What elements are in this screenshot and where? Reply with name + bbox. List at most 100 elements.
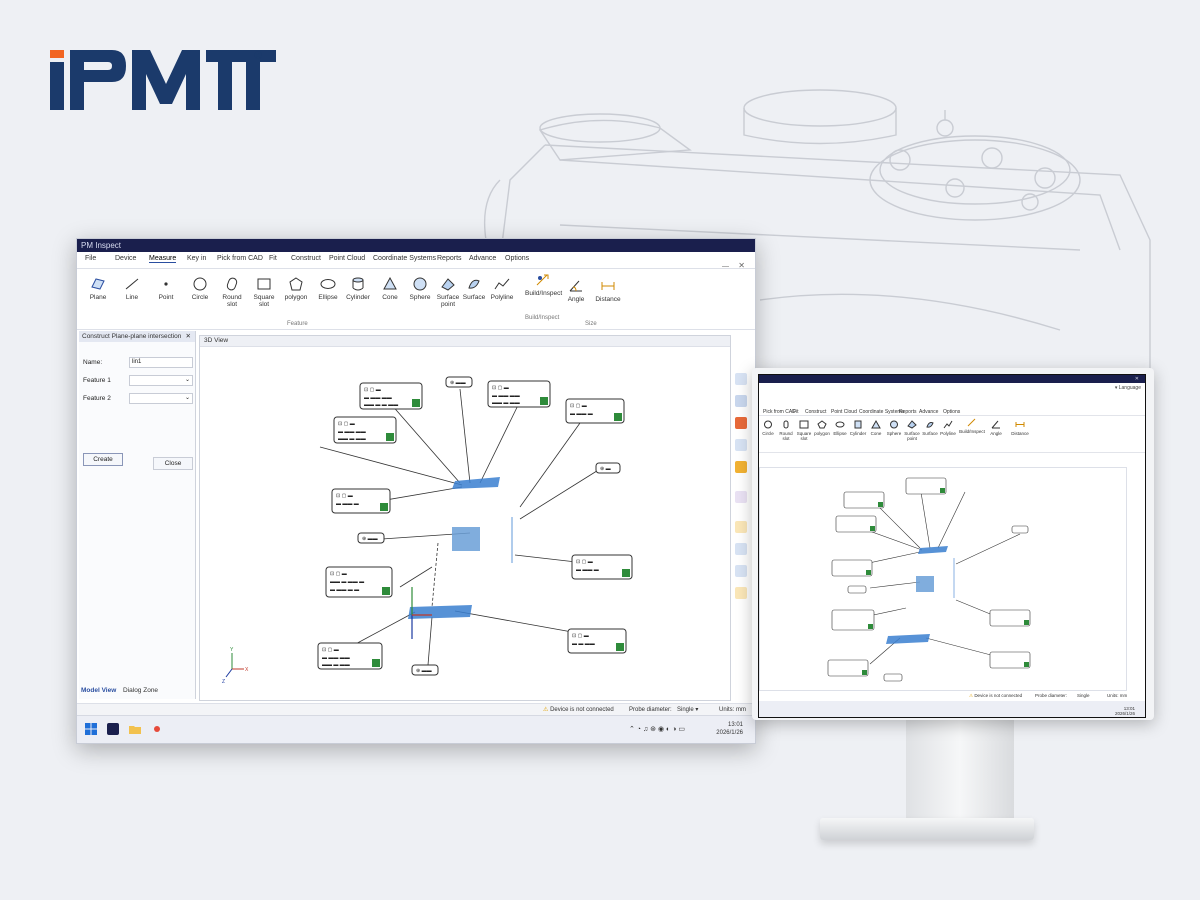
pm-inspect-taskbar-icon[interactable]: [107, 723, 119, 735]
monitor-round-slot-label: Round slot: [779, 431, 793, 441]
monitor-warning-icon: ⚠: [969, 693, 974, 698]
angle-button[interactable]: Angle: [561, 279, 591, 303]
callout-box[interactable]: ⊕ ▬: [595, 462, 621, 474]
monitor-round-slot-icon: [783, 420, 789, 429]
surface-point-button[interactable]: Surface point: [433, 277, 463, 308]
clock-date: 2026/1/26: [716, 730, 743, 736]
callout-box[interactable]: ⊡ ▢ ▬▬ ▬▬ ▬▬▬▬ ▬ ▬ ▬▬: [359, 382, 423, 410]
square-slot-button[interactable]: Square slot: [249, 277, 279, 308]
build-inspect-label: Build/Inspect: [525, 290, 563, 297]
distance-button[interactable]: Distance: [591, 279, 625, 303]
create-button[interactable]: Create: [83, 453, 123, 466]
monitor-circle-button: Circle: [759, 420, 777, 436]
monitor-menu-point-cloud: Point Cloud: [831, 409, 857, 415]
menu-reports[interactable]: Reports: [437, 255, 462, 262]
feature1-select[interactable]: ⌄: [129, 375, 193, 386]
ellipse-button[interactable]: Ellipse: [313, 277, 343, 301]
view-tool-icon[interactable]: [735, 491, 747, 503]
build-inspect-button[interactable]: Build/Inspect: [525, 273, 563, 297]
view-tool-icon[interactable]: [735, 373, 747, 385]
menu-options[interactable]: Options: [505, 255, 530, 262]
view-tool-icon[interactable]: [735, 395, 747, 407]
panel-tabs: Model View Dialog Zone: [79, 687, 195, 697]
svg-text:⊡ ▢ ▬: ⊡ ▢ ▬: [336, 493, 353, 499]
app-gear-icon[interactable]: [151, 723, 163, 735]
menu-key-in[interactable]: Key in: [187, 255, 207, 262]
point-label: Point: [158, 294, 174, 301]
app-title: PM Inspect: [81, 241, 122, 250]
callout-box[interactable]: ⊕ ▬▬: [445, 376, 473, 388]
sphere-button[interactable]: Sphere: [405, 277, 435, 301]
polyline-button[interactable]: Polyline: [487, 277, 517, 301]
svg-text:▬▬ ▬ ▬▬: ▬▬ ▬ ▬▬: [338, 436, 366, 442]
polygon-button[interactable]: polygon: [281, 277, 311, 301]
cylinder-button[interactable]: Cylinder: [343, 277, 373, 301]
line-button[interactable]: Line: [117, 277, 147, 301]
menu-point-cloud[interactable]: Point Cloud: [329, 255, 366, 262]
callout-box[interactable]: ⊡ ▢ ▬▬▬ ▬ ▬▬ ▬▬ ▬▬ ▬ ▬: [325, 566, 393, 598]
distance-icon: [601, 282, 615, 290]
svg-text:▬ ▬▬ ▬▬: ▬ ▬▬ ▬▬: [322, 655, 350, 661]
monitor-cone-label: Cone: [870, 431, 882, 436]
plane-button[interactable]: Plane: [83, 277, 113, 301]
menu-measure[interactable]: Measure: [149, 255, 177, 263]
monitor-clock-time: 13:01: [1123, 706, 1135, 711]
view-tool-icon[interactable]: [735, 521, 747, 533]
surface-button[interactable]: Surface: [459, 277, 489, 301]
tab-model-view[interactable]: Model View: [81, 687, 117, 694]
surface-icon: [468, 279, 480, 289]
circle-button[interactable]: Circle: [185, 277, 215, 301]
close-button[interactable]: Close: [153, 457, 193, 470]
view-tool-icon[interactable]: [735, 417, 747, 429]
monitor-menu-fit: Fit: [793, 409, 799, 415]
monitor-distance-button: Distance: [1009, 420, 1031, 436]
menu-pick-from-cad[interactable]: Pick from CAD: [217, 255, 263, 262]
view-tool-icon[interactable]: [735, 565, 747, 577]
point-button[interactable]: Point: [151, 277, 181, 301]
menu-file[interactable]: File: [85, 255, 97, 262]
callout-box[interactable]: ⊡ ▢ ▬▬ ▬ ▬▬: [567, 628, 627, 654]
3d-scene[interactable]: ⊡ ▢ ▬▬ ▬▬ ▬▬▬▬ ▬ ▬ ▬▬ ⊕ ▬▬ ⊡ ▢ ▬▬ ▬▬ ▬▬▬…: [200, 347, 730, 699]
monitor-taskbar: [759, 701, 1145, 717]
menu-advance[interactable]: Advance: [469, 255, 497, 262]
circle-icon: [193, 277, 207, 291]
name-field[interactable]: lin1: [129, 357, 193, 368]
feature2-select[interactable]: ⌄: [129, 393, 193, 404]
callout-box[interactable]: ⊡ ▢ ▬▬ ▬▬ ▬: [565, 398, 625, 424]
callout-box[interactable]: ⊕ ▬▬: [411, 664, 439, 676]
cylinder-label: Cylinder: [346, 294, 370, 301]
menu-coordinate-systems[interactable]: Coordinate Systems: [373, 255, 437, 262]
monitor-polyline-button: Polyline: [939, 420, 957, 436]
round-slot-button[interactable]: Round slot: [217, 277, 247, 308]
callout-box[interactable]: ⊡ ▢ ▬▬ ▬▬ ▬: [331, 488, 391, 514]
callout-box[interactable]: ⊡ ▢ ▬▬ ▬▬ ▬▬▬▬ ▬ ▬▬: [487, 380, 551, 408]
view-tool-icon[interactable]: [735, 543, 747, 555]
registered-mark: ®: [254, 50, 263, 62]
callout-box[interactable]: ⊡ ▢ ▬▬ ▬▬ ▬: [571, 554, 633, 580]
menu-device[interactable]: Device: [115, 255, 137, 262]
callout-box[interactable]: ⊡ ▢ ▬▬ ▬▬ ▬▬▬▬ ▬ ▬▬: [333, 416, 397, 444]
minimize-icon[interactable]: —: [722, 263, 729, 270]
monitor-polyline-label: Polyline: [940, 431, 956, 436]
folder-icon[interactable]: [129, 723, 141, 735]
cone-button[interactable]: Cone: [375, 277, 405, 301]
monitor-language: ▾ Language: [1114, 385, 1141, 391]
view-tool-icon[interactable]: [735, 461, 747, 473]
callout-box[interactable]: ⊕ ▬▬: [357, 532, 385, 544]
windows-start-icon[interactable]: [85, 723, 97, 735]
tray-icons[interactable]: ⌃ ◔ ♫ ⊛ ◉ ◐ ◑ ▭: [629, 726, 685, 733]
monitor-angle-button: Angle: [987, 420, 1005, 436]
svg-text:⊡ ▢ ▬: ⊡ ▢ ▬: [364, 387, 381, 393]
callout-box[interactable]: ⊡ ▢ ▬▬ ▬▬ ▬▬▬▬ ▬ ▬▬: [317, 642, 383, 670]
3d-view[interactable]: 3D View ⊡ ▢ ▬▬ ▬▬ ▬▬▬▬ ▬ ▬ ▬▬ ⊕ ▬: [199, 335, 731, 701]
menu-construct[interactable]: Construct: [291, 255, 321, 262]
monitor-ellipse-label: Ellipse: [833, 431, 847, 436]
view-tool-icon[interactable]: [735, 439, 747, 451]
view-tool-icon[interactable]: [735, 587, 747, 599]
close-icon[interactable]: ✕: [738, 261, 745, 270]
panel-close-icon[interactable]: ✕: [185, 333, 191, 340]
surface-point-label: Surface point: [436, 294, 460, 308]
mode-select[interactable]: Single ▾: [677, 707, 699, 713]
tab-dialog-zone[interactable]: Dialog Zone: [123, 687, 159, 694]
menu-fit[interactable]: Fit: [269, 255, 277, 262]
